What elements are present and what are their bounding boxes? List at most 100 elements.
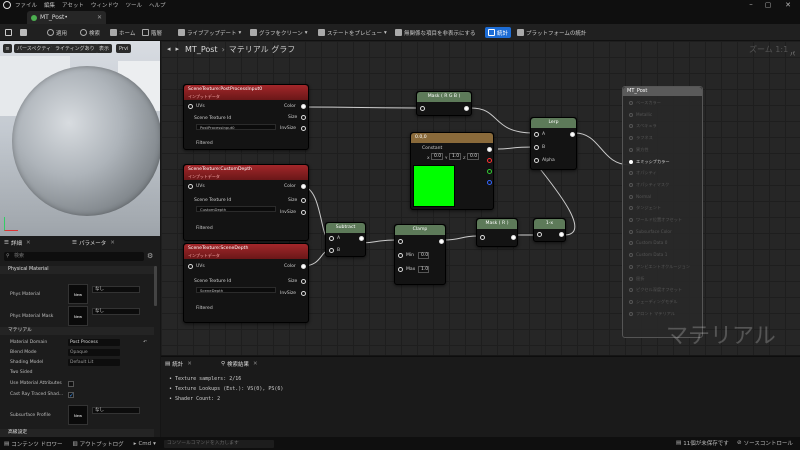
scene-texture-id-combo[interactable]: CustomDepth [196,206,276,212]
settings-icon[interactable]: ⚙ [147,252,154,260]
tab-details[interactable]: ☰詳細✕ [4,239,31,247]
hide-unrelated-button[interactable]: 無関係な項目を非表示にする [395,27,476,38]
min-input-pin[interactable] [398,253,403,258]
size-output-pin[interactable] [301,279,306,284]
material-input-pin-row[interactable]: ピクセル深度オフセット [629,287,682,293]
output-pin[interactable] [487,147,492,152]
material-input-pin-row[interactable]: ベースカラー [629,100,661,106]
mask-rgb-node[interactable]: Mask ( R G B ) [416,91,472,116]
menu-asset[interactable]: アセット [62,3,84,9]
material-input-pin-row[interactable]: シェーディングモデル [629,299,678,305]
input-pin[interactable] [629,299,633,304]
live-update-button[interactable]: ライブアップデート▾ [178,27,241,38]
platform-stats-button[interactable]: プラットフォームの統計 [517,27,586,38]
output-pin[interactable] [464,106,469,111]
home-button[interactable]: ホーム [110,27,135,38]
close-button[interactable]: ✕ [785,1,791,9]
palette-label[interactable]: パ [789,51,795,56]
material-input-pin-row[interactable]: アンビエントオクルージョン [629,264,690,270]
material-input-pin-row[interactable]: Normal [629,194,651,199]
uvs-input-pin[interactable] [188,264,193,269]
subtract-node[interactable]: Subtract A B [325,222,366,257]
details-scrollbar[interactable] [154,266,157,306]
console-input[interactable]: コンソールコマンドを入力します [163,439,274,448]
input-pin[interactable] [629,171,633,176]
const-y-field[interactable]: 1.0 [449,153,461,160]
uvs-input-pin[interactable] [188,184,193,189]
cmd-select[interactable]: ▸Cmd▾ [133,440,156,447]
input-pin[interactable] [629,241,633,246]
material-input-pin-row[interactable]: フロント マテリアル [629,311,675,317]
search-button[interactable]: 検索 [80,27,100,38]
input-pin[interactable] [629,159,633,164]
constant3-node[interactable]: 0.0,0 Constant X 0.0 Y 1.0 Z 0.0 [410,132,494,210]
output-log-button[interactable]: ▥アウトプットログ [72,440,124,448]
preview-state-button[interactable]: ステートをプレビュー▾ [318,27,387,38]
asset-thumbnail[interactable]: New [68,405,88,425]
material-input-pin-row[interactable]: エミッシブカラー [629,159,670,165]
forward-arrow-icon[interactable]: ▸ [175,45,180,53]
max-input-pin[interactable] [398,267,403,272]
preview-button[interactable]: Prvi [116,44,132,53]
a-input-pin[interactable] [534,132,539,137]
tab-parameters[interactable]: ☰パラメータ✕ [72,239,115,247]
mask-r-node[interactable]: Mask ( R ) [476,218,518,247]
stats-button[interactable]: 統計 [485,27,512,38]
output-b-pin[interactable] [487,180,492,185]
max-field[interactable]: 1.0 [418,266,429,273]
one-minus-node[interactable]: 1-x [533,218,566,242]
material-input-pin-row[interactable]: Custom Data 0 [629,240,667,246]
invsize-output-pin[interactable] [301,210,306,215]
output-pin[interactable] [359,236,364,241]
material-input-pin-row[interactable]: Metallic [629,112,652,117]
phys-material-mask-combo[interactable]: なし [92,308,140,315]
material-input-pin-row[interactable]: オパシティ [629,170,657,176]
input-pin[interactable] [629,147,633,152]
lerp-node[interactable]: Lerp A B Alpha [530,117,577,170]
content-drawer-button[interactable]: ▤コンテンツ ドロワー [4,440,63,448]
hierarchy-button[interactable]: 階層 [142,27,162,38]
input-pin[interactable] [629,194,633,199]
material-input-pin-row[interactable]: Subsurface Color [629,229,672,234]
min-field[interactable]: 0.0 [418,252,429,259]
scene-texture-id-combo[interactable]: SceneDepth [196,287,276,293]
tab-mt-post[interactable]: MT_Post• ✕ [27,11,106,24]
clean-graph-button[interactable]: グラフをクリーン▾ [250,27,308,38]
input-pin[interactable] [629,206,633,211]
b-input-pin[interactable] [534,145,539,150]
invsize-output-pin[interactable] [301,126,306,131]
tab-search-results[interactable]: ⚲検索結果✕ [221,360,258,368]
show-button[interactable]: 表示 [96,44,113,53]
input-pin[interactable] [629,136,633,141]
output-r-pin[interactable] [487,158,492,163]
input-pin[interactable] [480,235,485,240]
search-input[interactable]: ⚲ 検索 [4,252,144,261]
input-pin[interactable] [420,106,425,111]
section-advanced[interactable]: 高級設定 [0,429,154,437]
uvs-input-pin[interactable] [188,104,193,109]
size-output-pin[interactable] [301,198,306,203]
material-input-pin-row[interactable]: ラフネス [629,135,653,141]
menu-window[interactable]: ウィンドウ [90,3,119,9]
perspective-button[interactable]: パースペクティブ [14,44,60,53]
menu-file[interactable]: ファイル [15,3,38,9]
cast-ray-traced-checkbox[interactable]: ✓ [68,391,75,399]
material-graph-canvas[interactable]: ◂ ▸ MT_Post › マテリアル グラフ ズーム 1:1 SceneTex… [161,41,800,355]
alpha-input-pin[interactable] [534,158,539,163]
menu-tools[interactable]: ツール [125,3,142,9]
material-input-pin-row[interactable]: Custom Data 1 [629,252,667,258]
tab-close-icon[interactable]: ✕ [96,14,102,21]
input-pin[interactable] [629,182,633,187]
a-input-pin[interactable] [329,236,334,241]
input-pin[interactable] [629,253,633,258]
input-pin[interactable] [629,101,633,105]
const-x-field[interactable]: 0.0 [431,153,443,160]
input-pin[interactable] [629,311,633,316]
section-physical-material[interactable]: Physical Material [0,266,154,274]
phys-material-combo[interactable]: なし [92,286,140,293]
viewport-menu-button[interactable]: ≡ [3,44,12,53]
